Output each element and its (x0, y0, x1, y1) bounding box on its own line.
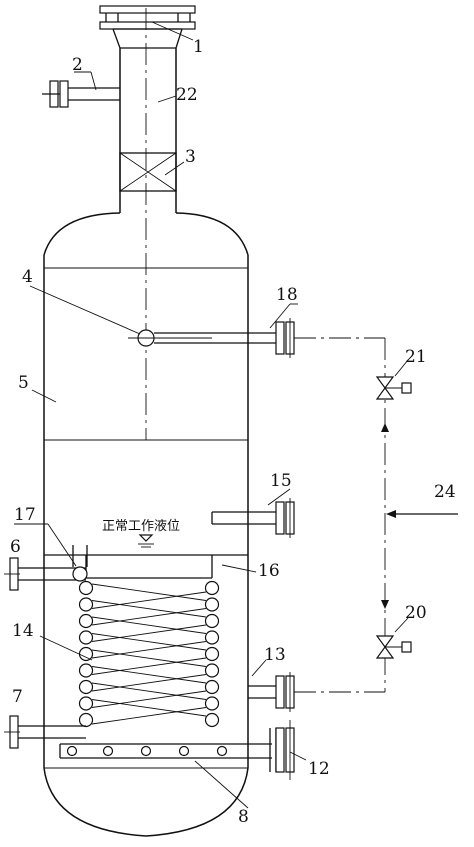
label-16: 16 (258, 561, 280, 581)
distributor-hole (66, 745, 78, 757)
distributor-hole (102, 745, 114, 757)
distributor-pipe-8 (59, 743, 272, 759)
coil-turn-l (78, 663, 94, 678)
coil-turn-l (78, 613, 94, 629)
coil-turn-l (78, 597, 94, 612)
coil-segment (91, 608, 207, 626)
label-14: 14 (12, 621, 34, 641)
liquid-level-mark (138, 534, 154, 548)
coil-turn-r (204, 613, 220, 629)
coil-segment (91, 624, 207, 642)
coil-segment (91, 699, 207, 717)
inlet-distributor-4 (128, 329, 276, 347)
coil-turn-l (78, 580, 94, 596)
coil-turn-r (204, 630, 220, 645)
valve-20-icon (375, 635, 412, 659)
distributor-hole (216, 745, 228, 757)
nozzle-13 (248, 672, 295, 712)
label-8: 8 (238, 807, 249, 827)
coil-segment (91, 633, 207, 651)
label-2: 2 (72, 55, 83, 75)
coil-turn-r (204, 712, 220, 728)
label-5: 5 (18, 373, 29, 393)
coil-segment (91, 600, 207, 618)
distributor-hole (178, 745, 190, 757)
coil-turn-r (204, 646, 220, 662)
nozzle-2-side-outlet (42, 80, 120, 108)
liquid-level-label: 正常工作液位 (102, 519, 180, 534)
part-labels: 1 2 22 3 4 5 18 21 15 24 17 正常工作液位 6 16 … (10, 37, 456, 827)
nozzle-7 (4, 715, 86, 749)
coil-turn-r (204, 580, 220, 596)
valve-21-icon (375, 376, 412, 400)
coil-turn-r (204, 663, 220, 678)
coil-bundle (44, 554, 248, 728)
coil-turn-l (78, 646, 94, 662)
external-piping (294, 337, 458, 693)
coil-turn-r (204, 696, 220, 711)
coil-turn-r (204, 679, 220, 695)
label-4: 4 (22, 267, 33, 287)
coil-turn-l (78, 630, 94, 645)
coil-turn-l (78, 696, 94, 711)
coil-turn-r (204, 597, 220, 612)
coil-segment (91, 682, 207, 700)
demister-box (119, 152, 177, 192)
coil-turn-l (78, 679, 94, 695)
label-22: 22 (176, 85, 198, 105)
coil-loops (78, 580, 220, 728)
label-3: 3 (185, 147, 196, 167)
nozzle-12 (269, 720, 295, 780)
label-20: 20 (405, 603, 427, 623)
label-18: 18 (276, 285, 298, 305)
neck-pipe (119, 47, 177, 213)
distributor-hole (140, 745, 152, 757)
nozzle-15 (211, 498, 295, 538)
label-17: 17 (14, 505, 36, 525)
coil-segment (91, 674, 207, 692)
label-13: 13 (264, 645, 286, 665)
coil-segment (91, 649, 207, 667)
coil-segment (91, 591, 207, 609)
label-7: 7 (12, 687, 23, 707)
coil-segment (91, 641, 207, 659)
coil-segment (91, 616, 207, 634)
coil-segment (91, 666, 207, 684)
coil-segment (91, 583, 207, 601)
label-24: 24 (434, 482, 456, 502)
coil-segment (91, 657, 207, 675)
label-21: 21 (405, 347, 427, 367)
nozzle-18-flange (275, 318, 295, 358)
nozzle-6 (4, 545, 88, 591)
top-flange (99, 5, 196, 49)
coil-segment (91, 690, 207, 708)
label-6: 6 (10, 537, 21, 557)
label-12: 12 (308, 759, 330, 779)
coil-turn-l (78, 712, 94, 728)
label-15: 15 (270, 471, 292, 491)
label-1: 1 (193, 37, 204, 57)
distributor-holes (66, 745, 228, 757)
coil-segment (91, 707, 207, 725)
leader-lines (14, 21, 409, 809)
